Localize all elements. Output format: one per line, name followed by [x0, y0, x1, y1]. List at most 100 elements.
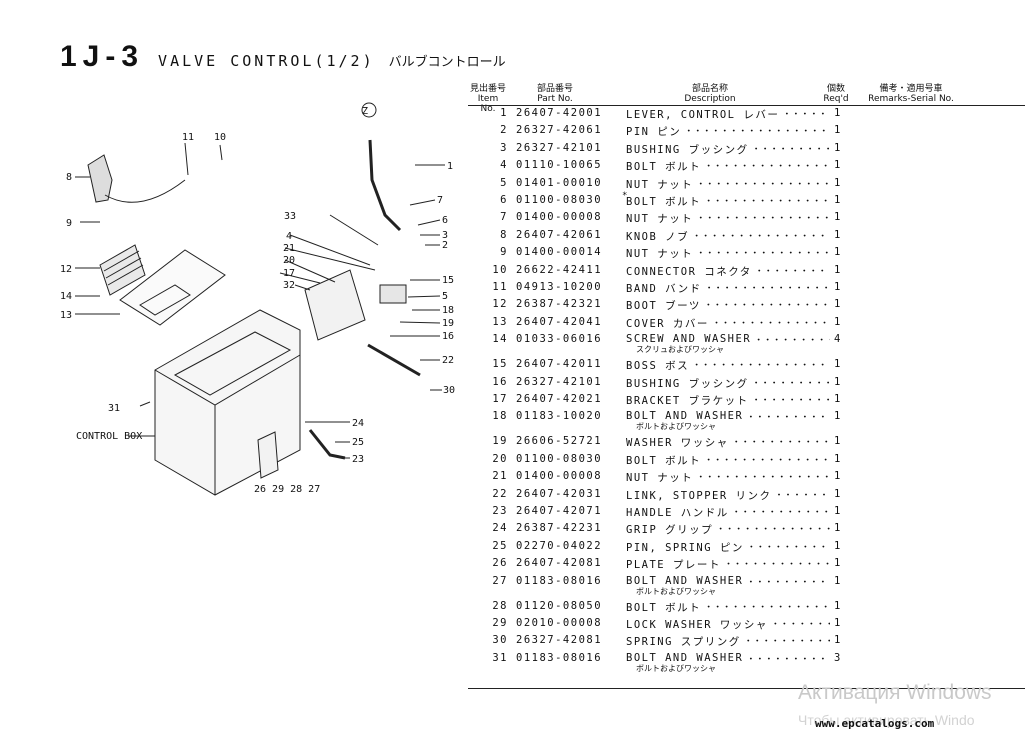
note-mark: * [622, 191, 629, 201]
item-no: 16 [492, 375, 508, 388]
part-no: 01183-08016 [516, 574, 603, 587]
callout-z: Z [362, 106, 368, 117]
page-title: 1J-3 VALVE CONTROL(1/2) バルブコントロール [60, 40, 506, 74]
svg-text:21: 21 [283, 243, 295, 254]
leader-dots: ・・・・・・・・・・・・・・・・・・・・・・・・・・・・・・・・・・・・・・・・ [746, 577, 830, 588]
item-no: 8 [500, 228, 508, 241]
cover-plate [119, 249, 226, 326]
leader-dots: ・・・・・・・・・・・・・・・・・・・・・・・・・・・・・・・・・・・・・・・・ [746, 413, 830, 424]
watermark-line1: Активация Windows [798, 681, 992, 704]
quantity: 1 [834, 599, 842, 612]
svg-text:14: 14 [60, 291, 72, 302]
leader-dots: ・・・・・・・・・・・・・・・・・・・・・・・・・・・・・・・・・・・・・・・・ [704, 197, 830, 207]
quantity: 1 [834, 375, 842, 388]
leader-dots: ・・・・・・・・・・・・・・・・・・・・・・・・・・・・・・・・・・・・・・・・ [703, 301, 830, 312]
part-no: 01110-10065 [516, 159, 603, 172]
handle [308, 429, 346, 460]
description-jp: スクリュおよびワッシャ [636, 345, 724, 355]
leader-dots: ・・・・・・・・・・・・・・・・・・・・・・・・・・・・・・・・・・・・・・・・ [751, 378, 830, 389]
description: HANDLE ハンドル [626, 507, 729, 519]
quantity: 1 [834, 141, 842, 154]
description: BOLT AND WASHER [626, 410, 744, 423]
svg-text:10: 10 [214, 132, 226, 143]
description: PIN, SPRING ピン [626, 541, 744, 554]
item-no: 26 [492, 557, 508, 570]
part-no: 26387-42321 [516, 298, 603, 311]
svg-text:1: 1 [447, 161, 453, 172]
item-no: 5 [500, 176, 508, 189]
svg-text:9: 9 [66, 218, 72, 229]
svg-text:12: 12 [60, 264, 72, 275]
footer-rule [468, 688, 1025, 689]
leader-dots: ・・・・・・・・・・・・・・・・・・・・・・・・・・・・・・・・・・・・・・・・ [684, 127, 830, 138]
leader-dots: ・・・・・・・・・・・・・・・・・・・・・・・・・・・・・・・・・・・・・・・・ [770, 620, 830, 630]
svg-text:4: 4 [286, 231, 292, 242]
site-url[interactable]: www.epcatalogs.com [815, 717, 935, 730]
item-no: 27 [492, 574, 508, 587]
bracket [304, 269, 366, 341]
quantity: 1 [834, 211, 842, 224]
item-no: 18 [492, 410, 508, 423]
quantity: 1 [834, 539, 842, 552]
section-name: VALVE CONTROL(1/2) [158, 52, 375, 70]
quantity: 1 [834, 107, 842, 119]
description: NUT ナット [626, 178, 694, 191]
quantity: 1 [834, 194, 842, 206]
part-no: 26622-42411 [516, 263, 603, 276]
description: BOLT ボルト [626, 196, 702, 208]
leader-dots: ・・・・・・・・・・・・・・・・・・・・・・・・・・・・・・・・・・・・・・・・ [754, 266, 830, 277]
svg-text:22: 22 [442, 355, 454, 366]
description: BOLT AND WASHER [626, 574, 744, 587]
part-no: 01100-08030 [516, 452, 603, 465]
leader-dots: ・・・・・・・・・・・・・・・・・・・・・・・・・・・・・・・・・・・・・・・・ [731, 438, 830, 449]
item-no: 13 [492, 315, 508, 328]
svg-text:15: 15 [442, 275, 454, 286]
plate [257, 431, 279, 479]
leader-dots: ・・・・・・・・・・・・・・・・・・・・・・・・・・・・・・・・・・・・・・・・ [746, 542, 830, 553]
part-no: 26327-42081 [516, 634, 603, 647]
quantity: 4 [834, 333, 842, 346]
leader-dots: ・・・・・・・・・・・・・・・・・・・・・・・・・・・・・・・・・・・・・・・・ [696, 473, 830, 484]
svg-text:5: 5 [442, 291, 448, 302]
leader-dots: ・・・・・・・・・・・・・・・・・・・・・・・・・・・・・・・・・・・・・・・・ [754, 336, 830, 347]
stopper-link [367, 343, 421, 377]
item-no: 7 [500, 211, 508, 224]
quantity: 1 [834, 410, 842, 423]
quantity: 1 [834, 435, 842, 448]
description: CONNECTOR コネクタ [626, 265, 752, 278]
description: BUSHING ブッシング [626, 377, 749, 390]
item-no: 14 [492, 333, 508, 346]
part-no: 26407-42031 [516, 487, 603, 500]
description-jp: ボルトおよびワッシャ [636, 422, 716, 432]
description: BRACKET ブラケット [626, 395, 749, 407]
description: NUT ナット [626, 248, 694, 261]
description: BUSHING ブッシング [626, 143, 749, 156]
part-no: 02270-04022 [516, 539, 603, 552]
quantity: 1 [834, 617, 842, 629]
description: LEVER, CONTROL レバー [626, 109, 780, 121]
svg-text:25: 25 [352, 437, 364, 448]
leader-dots: ・・・・・・・・・・・・・・・・・・・・・・・・・・・・・・・・・・・・・・・・ [704, 284, 830, 294]
leader-dots: ・・・・・・・・・・・・・・・・・・・・・・・・・・・・・・・・・・・・・・・・ [692, 231, 830, 242]
description: WASHER ワッシャ [626, 437, 729, 450]
quantity: 1 [834, 634, 842, 647]
section-code: 1J-3 [60, 40, 145, 73]
description: GRIP グリップ [626, 524, 714, 537]
item-no: 30 [492, 634, 508, 647]
part-no: 01400-00008 [516, 211, 603, 224]
part-no: 26407-42011 [516, 358, 603, 371]
leader-dots: ・・・・・・・・・・・・・・・・・・・・・・・・・・・・・・・・・・・・・・・・ [696, 214, 830, 225]
item-no: 31 [492, 651, 508, 664]
leader-dots: ・・・・・・・・・・・・・・・・・・・・・・・・・・・・・・・・・・・・・・・・ [746, 654, 830, 665]
leader-dots: ・・・・・・・・・・・・・・・・・・・・・・・・・・・・・・・・・・・・・・・・ [751, 144, 830, 155]
quantity: 1 [834, 574, 842, 587]
part-no: 01183-10020 [516, 410, 603, 423]
